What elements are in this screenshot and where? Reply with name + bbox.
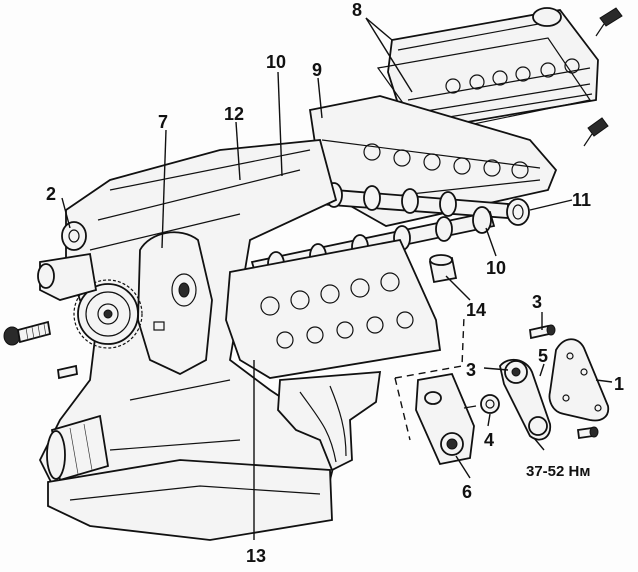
spacer <box>463 394 500 414</box>
callout-4: 4 <box>484 430 494 450</box>
cylinder-head-left <box>225 238 442 379</box>
bolt-icon-left <box>3 320 52 346</box>
bolt-icon-bottom-right <box>576 426 599 440</box>
cover-plate <box>548 338 610 422</box>
bolt-icon-top-right <box>595 7 623 37</box>
oil-filter <box>46 414 110 482</box>
callout-7: 7 <box>158 112 168 132</box>
callout-5: 5 <box>538 346 548 366</box>
cam-sprocket <box>61 221 87 251</box>
leader-lines <box>61 17 613 540</box>
camshaft-seal <box>506 198 530 226</box>
bolt-icon-right-mid <box>583 117 609 147</box>
timing-cover <box>137 231 213 376</box>
exhaust-manifold <box>277 371 382 472</box>
callout-3-top: 3 <box>532 292 542 312</box>
callout-10-bottom: 10 <box>486 258 506 278</box>
water-pump-housing <box>37 252 98 301</box>
callout-9: 9 <box>312 60 322 80</box>
callout-13: 13 <box>246 546 266 566</box>
callout-3-left: 3 <box>466 360 476 380</box>
callout-6: 6 <box>462 482 472 502</box>
callout-labels: 1 2 3 3 4 5 6 7 8 9 10 10 11 12 13 14 37… <box>46 0 624 566</box>
callout-8: 8 <box>352 0 362 20</box>
torque-label: 37-52 Нм <box>526 463 590 480</box>
callout-11: 11 <box>572 190 591 210</box>
callout-1: 1 <box>614 374 624 394</box>
idler-assembly-frame <box>394 315 465 441</box>
callout-2: 2 <box>46 184 56 204</box>
callout-14: 14 <box>466 300 486 320</box>
bolt-icon-small-left <box>57 364 78 380</box>
callout-10-top: 10 <box>266 52 286 72</box>
valve-lifter <box>428 254 458 284</box>
callout-12: 12 <box>224 104 244 124</box>
oil-pan <box>47 459 333 541</box>
crankshaft-gear <box>73 279 143 349</box>
tensioner-arm <box>499 358 552 441</box>
bracket-plate <box>415 372 475 466</box>
